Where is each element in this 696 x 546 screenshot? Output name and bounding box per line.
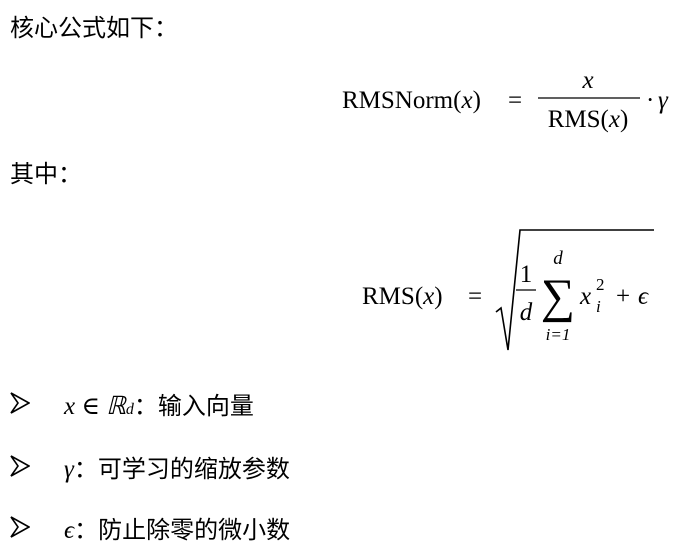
- where-text: 其中：: [10, 160, 82, 188]
- rmsnorm-formula: RMSNorm(x) = x RMS(x) · γ: [342, 67, 669, 133]
- bullet-description: ：输入向量: [133, 391, 254, 420]
- arrow-bullet-icon: [10, 455, 30, 477]
- fraction-numerator: x: [581, 67, 593, 94]
- term-base: x: [579, 283, 591, 310]
- term-superscript: 2: [596, 275, 605, 294]
- sum-upper-limit: d: [553, 248, 563, 269]
- bullet-symbol: γ: [64, 455, 74, 483]
- bullet-item-gamma: γ：可学习的缩放参数: [10, 449, 290, 483]
- bullet-description: ：可学习的缩放参数: [73, 454, 290, 483]
- bullet-symbol: ϵ: [64, 516, 75, 544]
- sum-sign: ∑: [541, 270, 575, 323]
- bullet-description: ：防止除零的微小数: [74, 515, 291, 544]
- rmsnorm-lhs: RMSNorm(x): [342, 87, 481, 114]
- equals-sign: =: [468, 283, 482, 310]
- arrow-bullet-icon: [10, 516, 30, 538]
- dot-operator: ·: [646, 87, 654, 114]
- rms-formula: RMS(x) = 1 d d ∑ i=1 x 2 i + ϵ: [362, 229, 654, 351]
- term-subscript: i: [596, 297, 601, 316]
- one-over-d-denominator: d: [520, 299, 533, 326]
- epsilon-symbol: ϵ: [638, 283, 649, 310]
- arrow-bullet-icon: [10, 392, 30, 414]
- fraction-denominator: RMS(x): [548, 106, 629, 133]
- equals-sign: =: [508, 87, 522, 114]
- one-over-d-numerator: 1: [520, 261, 533, 288]
- bullet-symbol-superscript: d: [125, 400, 134, 418]
- sqrt-radical: [495, 229, 654, 351]
- plus-sign: +: [616, 283, 630, 310]
- sum-lower-limit: i=1: [546, 325, 571, 344]
- intro-text: 核心公式如下：: [10, 14, 178, 42]
- bullet-symbol: x ∈ ℝ: [64, 392, 126, 420]
- bullet-item-epsilon: ϵ：防止除零的微小数: [10, 510, 290, 544]
- gamma-symbol: γ: [658, 87, 669, 114]
- rms-lhs: RMS(x): [362, 283, 443, 310]
